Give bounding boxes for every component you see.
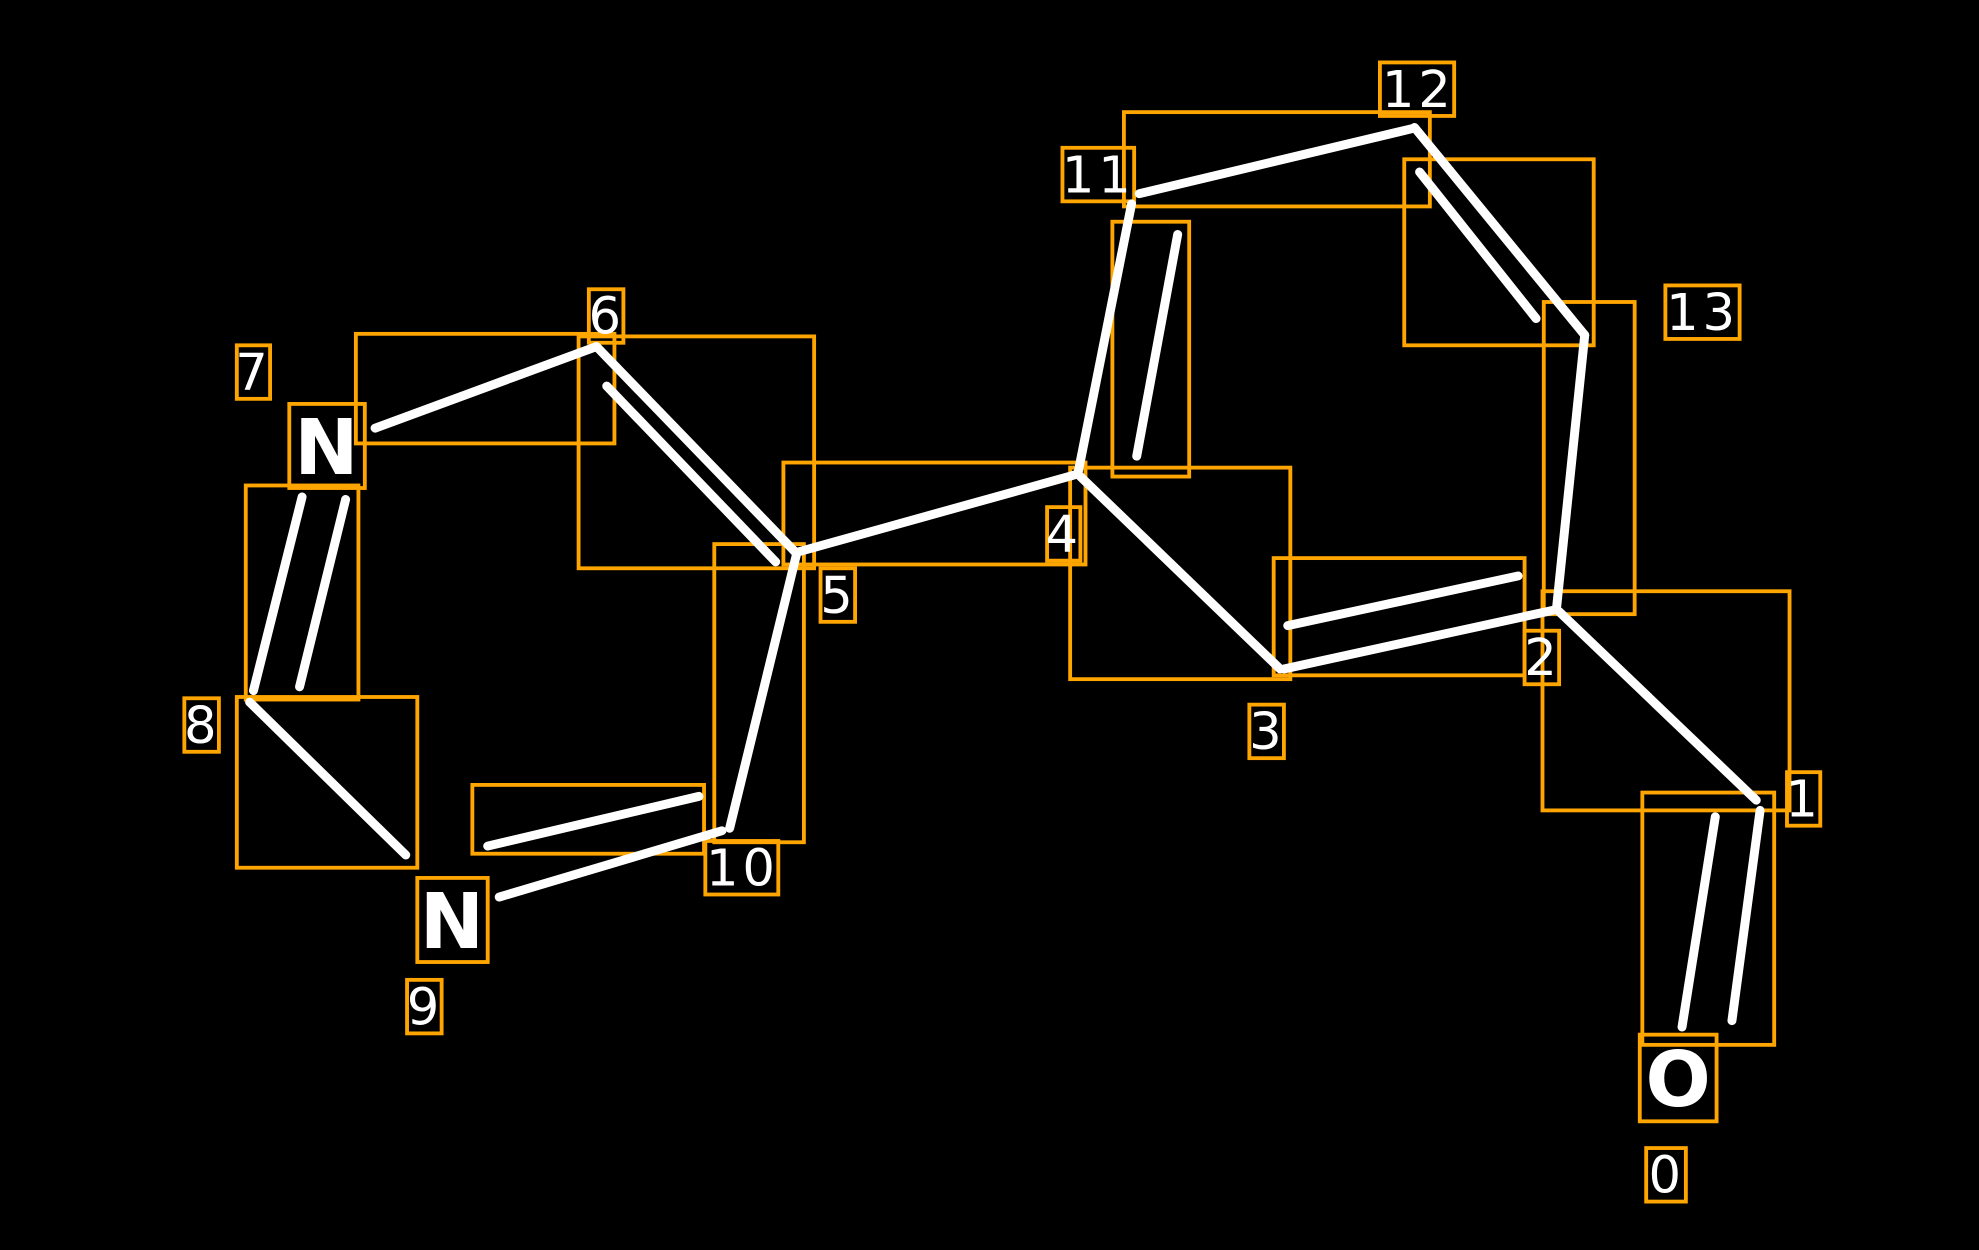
bond-7-8-double: [248, 492, 307, 696]
atom-index-label-13: 13: [1666, 284, 1739, 343]
bounding-box-bond-9-10: [470, 783, 706, 856]
bond-5-6-double: [602, 381, 781, 567]
bond-9-10-double: [483, 791, 704, 851]
bounding-box-atom-7: [287, 402, 367, 490]
bounding-box-label-13: [1663, 283, 1742, 341]
bounding-box-label-11: [1060, 145, 1137, 204]
atom-symbols-layer: O N N: [294, 404, 1711, 1125]
bounding-box-label-4: [1045, 505, 1083, 563]
atom-index-label-11: 11: [1062, 146, 1135, 205]
bounding-box-label-9: [405, 977, 444, 1036]
bounding-box-atom-9: [415, 876, 490, 964]
bounding-box-label-10: [703, 839, 781, 897]
bounding-box-bond-4-11: [1110, 219, 1192, 479]
bounding-box-label-3: [1247, 702, 1286, 761]
bounding-box-label-6: [586, 287, 626, 345]
bond-2-3-double: [1283, 571, 1523, 631]
bond-0-1-double: [1727, 805, 1765, 1026]
bond-11-12-single: [1134, 124, 1417, 199]
bounding-box-label-0: [1644, 1146, 1688, 1204]
bond-4-11-double: [1132, 229, 1183, 461]
bond-3-4-single: [1075, 472, 1285, 674]
bond-4-11-double: [1073, 199, 1137, 479]
bounding-box-bond-3-4: [1068, 465, 1293, 682]
bond-9-10-double: [494, 826, 727, 902]
bond-12-13-double: [1415, 167, 1541, 324]
atom-symbol-O-0: O: [1646, 1036, 1711, 1125]
bounding-box-bond-4-5: [781, 460, 1088, 567]
bond-1-2-single: [1554, 607, 1761, 805]
atom-index-label-9: 9: [407, 978, 443, 1037]
bond-12-13-double: [1410, 122, 1590, 340]
bounding-box-label-12: [1378, 60, 1457, 118]
atom-index-label-6: 6: [589, 288, 625, 347]
bounding-box-bond-13-2: [1541, 300, 1637, 617]
bond-5-6-double: [592, 342, 801, 558]
bounding-box-label-2: [1522, 628, 1562, 687]
bounding-box-bond-7-8: [243, 483, 361, 702]
atom-index-label-8: 8: [184, 697, 220, 756]
bond-lines-layer: [245, 122, 1765, 1032]
bond-6-7-single: [370, 342, 601, 433]
bounding-box-bond-12-13: [1402, 157, 1596, 348]
bounding-box-bond-0-1: [1640, 790, 1777, 1047]
bond-10-5-single: [725, 551, 801, 833]
atom-index-label-12: 12: [1382, 61, 1455, 120]
atom-index-label-4: 4: [1046, 506, 1082, 565]
atom-symbol-N-7: N: [294, 404, 358, 493]
bounding-box-label-8: [182, 696, 221, 754]
bond-4-5-single: [794, 469, 1083, 557]
bounding-box-bond-1-2: [1540, 589, 1792, 813]
atom-index-label-0: 0: [1648, 1147, 1684, 1206]
bounding-box-bond-8-9: [234, 695, 420, 870]
bond-7-8-double: [295, 495, 351, 692]
bond-8-9-single: [245, 697, 411, 860]
atom-index-label-1: 1: [1785, 771, 1821, 830]
bounding-box-label-5: [818, 566, 858, 624]
bounding-box-label-1: [1785, 770, 1823, 828]
atom-index-label-3: 3: [1249, 703, 1285, 762]
atom-index-label-10: 10: [706, 840, 779, 899]
bounding-box-label-7: [234, 343, 273, 401]
bond-2-3-double: [1279, 605, 1558, 674]
atom-symbol-N-9: N: [420, 878, 484, 967]
bounding-box-bond-5-6: [576, 334, 817, 571]
atom-index-label-5: 5: [820, 567, 856, 626]
atom-index-label-2: 2: [1524, 629, 1560, 688]
atom-index-label-7: 7: [235, 344, 271, 403]
bond-13-2-single: [1552, 330, 1590, 613]
bounding-box-atom-0: [1637, 1032, 1719, 1124]
bond-0-1-double: [1677, 812, 1720, 1032]
